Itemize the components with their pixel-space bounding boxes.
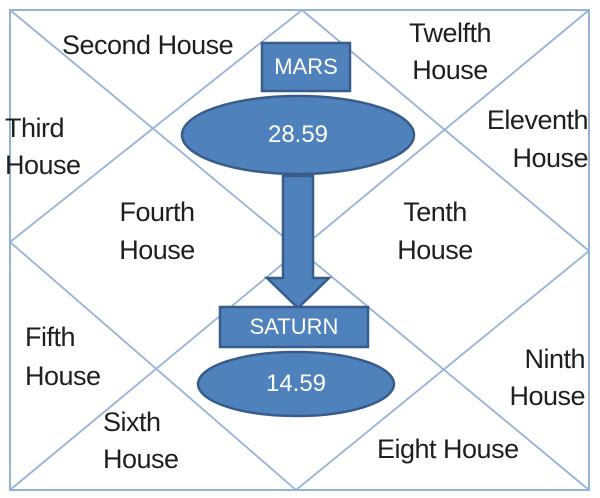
saturn-label: SATURN xyxy=(249,314,339,339)
house-label-line: House xyxy=(397,235,473,265)
mars-ellipse xyxy=(180,94,416,176)
house-label-line: House xyxy=(119,235,195,265)
house-label-line: Tenth xyxy=(403,197,467,227)
house-label-line: House xyxy=(412,55,488,85)
house-label-line: Third xyxy=(5,113,65,143)
house-label-tenth: Tenth House xyxy=(385,193,485,269)
saturn-box xyxy=(218,305,370,349)
house-label-twelfth: Twelfth House xyxy=(400,15,500,89)
house-label-line: Fourth xyxy=(119,197,195,227)
rhombus-line xyxy=(8,8,591,492)
house-label-line: House xyxy=(509,381,585,411)
saturn-value: 14.59 xyxy=(265,370,327,397)
house-label-line: Eleventh xyxy=(486,105,589,135)
mars-box xyxy=(260,41,352,93)
house-label-eleventh: Eleventh House xyxy=(478,101,589,177)
house-label-line: House xyxy=(103,444,179,474)
house-label-second: Second House xyxy=(62,30,234,60)
house-label-fourth: Fourth House xyxy=(107,193,207,269)
saturn-ellipse xyxy=(196,350,396,418)
house-label-line: House xyxy=(25,361,101,391)
house-label-eight: Eight House xyxy=(377,434,519,464)
house-label-line: Twelfth xyxy=(408,18,492,48)
house-label-line: Fifth xyxy=(25,322,76,352)
mars-label: MARS xyxy=(274,54,338,79)
house-label-ninth: Ninth House xyxy=(485,341,585,415)
house-label-sixth: Sixth House xyxy=(103,404,179,478)
house-label-third: Third House xyxy=(5,110,81,184)
house-label-line: Ninth xyxy=(524,344,585,374)
house-label-fifth: Fifth House xyxy=(25,318,101,396)
mars-value: 28.59 xyxy=(267,121,329,148)
house-label-line: Sixth xyxy=(103,407,161,437)
house-label-line: House xyxy=(512,143,588,173)
house-label-line: House xyxy=(5,150,81,180)
down-arrow-icon xyxy=(263,174,333,310)
